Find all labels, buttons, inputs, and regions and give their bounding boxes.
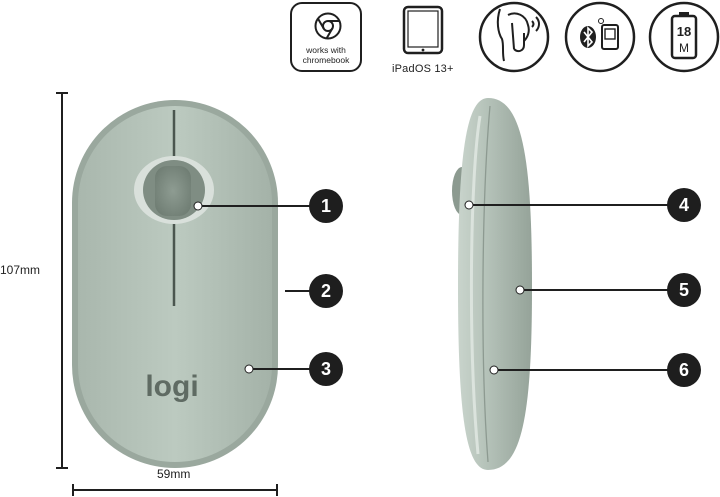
callout-4: 4 [667,188,701,222]
silent-click-icon [478,1,550,73]
chromebook-line1: works with [306,45,346,55]
width-dimension-line [72,484,278,496]
mouse-top-view: logi [72,100,278,468]
brand-logo-text: logi [145,370,198,403]
battery-icon: 18 M [648,1,720,73]
battery-months: 18 [677,24,691,39]
callout-5: 5 [667,273,701,307]
height-label: 107mm [0,263,41,277]
callout-3: 3 [309,352,343,386]
chromebook-line2: chromebook [302,55,350,65]
callout-6: 6 [667,353,701,387]
ipad-icon [402,5,444,55]
works-with-chromebook-badge: works with chromebook [290,2,362,72]
chrome-icon [314,12,342,40]
callout-1: 1 [309,189,343,223]
ipados-label: iPadOS 13+ [392,63,454,75]
chromebook-text: works with chromebook [292,45,360,65]
logi-logo: logi [145,370,198,403]
bluetooth-receiver-icon [564,1,636,73]
callout-2: 2 [309,274,343,308]
height-dimension-line [56,92,68,469]
battery-unit: M [679,41,689,55]
width-label: 59mm [157,467,191,481]
